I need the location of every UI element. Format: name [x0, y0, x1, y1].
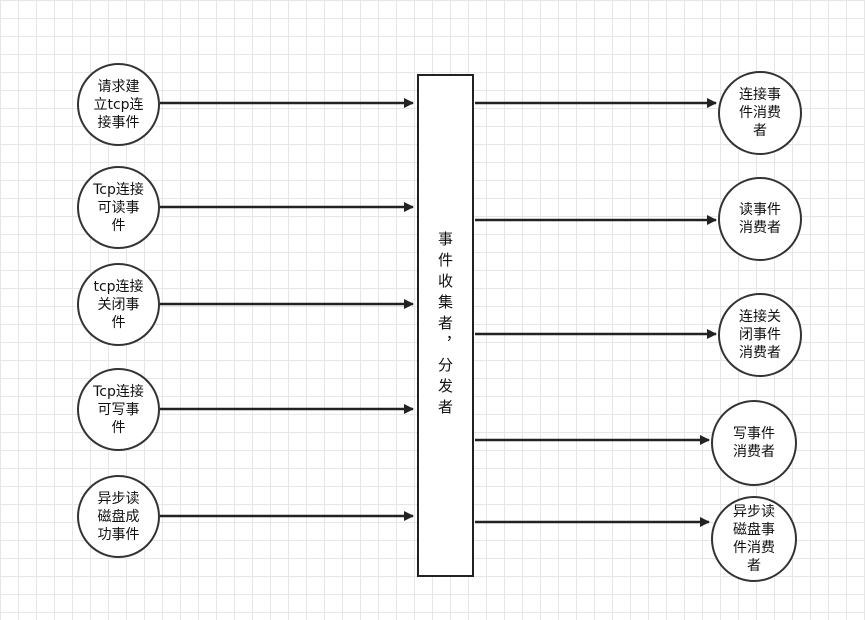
consumer-node-label: 连接事 件消费 者 [739, 87, 781, 139]
source-node-label: Tcp连接 可读事 件 [93, 181, 144, 234]
hub-label: 事件收集者，分发者 [436, 231, 454, 420]
source-node-label: tcp连接 关闭事 件 [93, 278, 144, 331]
source-node-label: Tcp连接 可写事 件 [93, 383, 144, 436]
source-node-async-disk-read: 异步读 磁盘成 功事件 [77, 475, 160, 558]
source-node-label: 请求建 立tcp连 接事件 [93, 78, 144, 131]
source-node-label: 异步读 磁盘成 功事件 [97, 490, 140, 543]
source-node-tcp-readable: Tcp连接 可读事 件 [77, 166, 160, 249]
consumer-node-label: 写事件 消费者 [733, 426, 775, 460]
consumer-node-read: 读事件 消费者 [718, 177, 802, 261]
consumer-node-write: 写事件 消费者 [711, 400, 797, 486]
consumer-node-close: 连接关 闭事件 消费者 [718, 293, 802, 377]
consumer-node-connection: 连接事 件消费 者 [718, 71, 802, 155]
consumer-node-async-disk-read: 异步读 磁盘事 件消费 者 [711, 496, 797, 582]
source-node-tcp-close: tcp连接 关闭事 件 [77, 263, 160, 346]
consumer-node-label: 读事件 消费者 [739, 202, 781, 236]
consumer-node-label: 异步读 磁盘事 件消费 者 [733, 504, 775, 574]
source-node-connect-request: 请求建 立tcp连 接事件 [77, 63, 160, 146]
consumer-node-label: 连接关 闭事件 消费者 [739, 309, 781, 361]
source-node-tcp-writable: Tcp连接 可写事 件 [77, 368, 160, 451]
event-collector-dispatcher: 事件收集者，分发者 [417, 74, 474, 577]
